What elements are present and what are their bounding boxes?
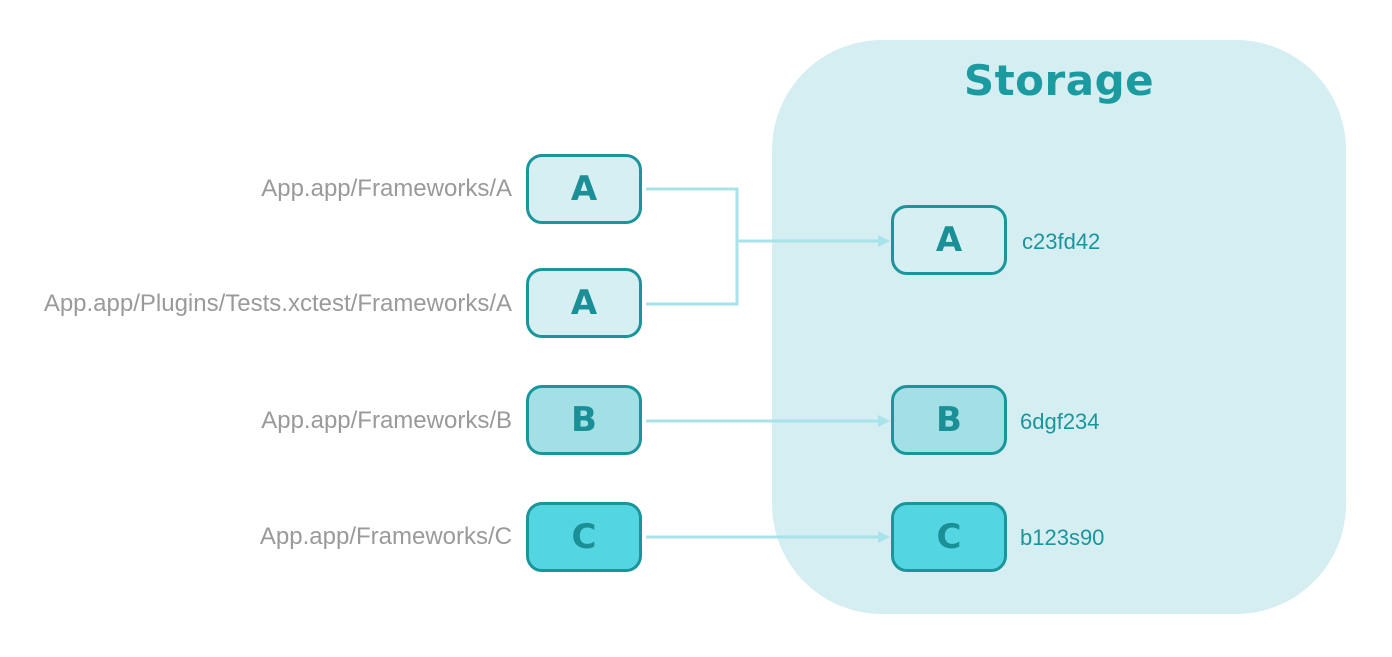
stored-node-a: A — [891, 205, 1007, 275]
storage-title: Storage — [963, 56, 1155, 105]
stored-hash-c: b123s90 — [1020, 525, 1105, 550]
source-node-c: C — [526, 502, 642, 572]
connector-a-plugins — [646, 241, 739, 306]
stored-hash-b: 6dgf234 — [1020, 409, 1100, 434]
connector-a-frameworks — [646, 187, 739, 241]
stored-node-c: C — [891, 502, 1007, 572]
source-node-a-frameworks: A — [526, 154, 642, 224]
source-node-b: B — [526, 385, 642, 455]
source-node-a-plugins: A — [526, 268, 642, 338]
source-path-a-plugins: App.app/Plugins/Tests.xctest/Frameworks/… — [43, 290, 512, 317]
stored-hash-a: c23fd42 — [1022, 229, 1101, 254]
storage-region — [772, 40, 1346, 614]
source-path-c: App.app/Frameworks/C — [259, 523, 512, 550]
stored-node-b: B — [891, 385, 1007, 455]
source-path-a-frameworks: App.app/Frameworks/A — [261, 175, 512, 202]
source-path-b: App.app/Frameworks/B — [261, 407, 512, 434]
